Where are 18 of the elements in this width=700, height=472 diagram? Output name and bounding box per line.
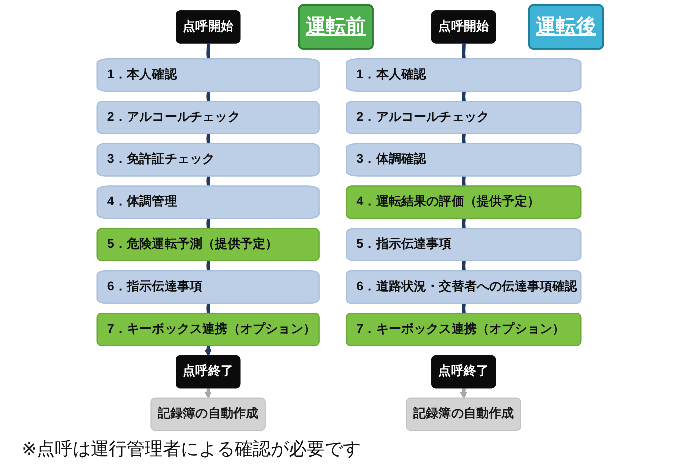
connector xyxy=(462,134,466,144)
connector xyxy=(462,304,466,314)
connector xyxy=(462,176,466,187)
connector xyxy=(462,218,466,230)
connector xyxy=(206,176,210,187)
connector xyxy=(462,261,466,272)
arrow xyxy=(460,388,468,400)
connector xyxy=(206,261,210,272)
note-text: ※点呼は運行管理者による確認が必要です xyxy=(22,438,362,461)
connector xyxy=(206,134,210,144)
connector xyxy=(462,44,466,60)
connector xyxy=(206,44,210,60)
connector xyxy=(206,218,210,230)
connector xyxy=(206,304,210,314)
arrow xyxy=(204,346,212,357)
connector xyxy=(206,92,210,102)
arrow xyxy=(204,388,212,400)
connector xyxy=(462,92,466,102)
